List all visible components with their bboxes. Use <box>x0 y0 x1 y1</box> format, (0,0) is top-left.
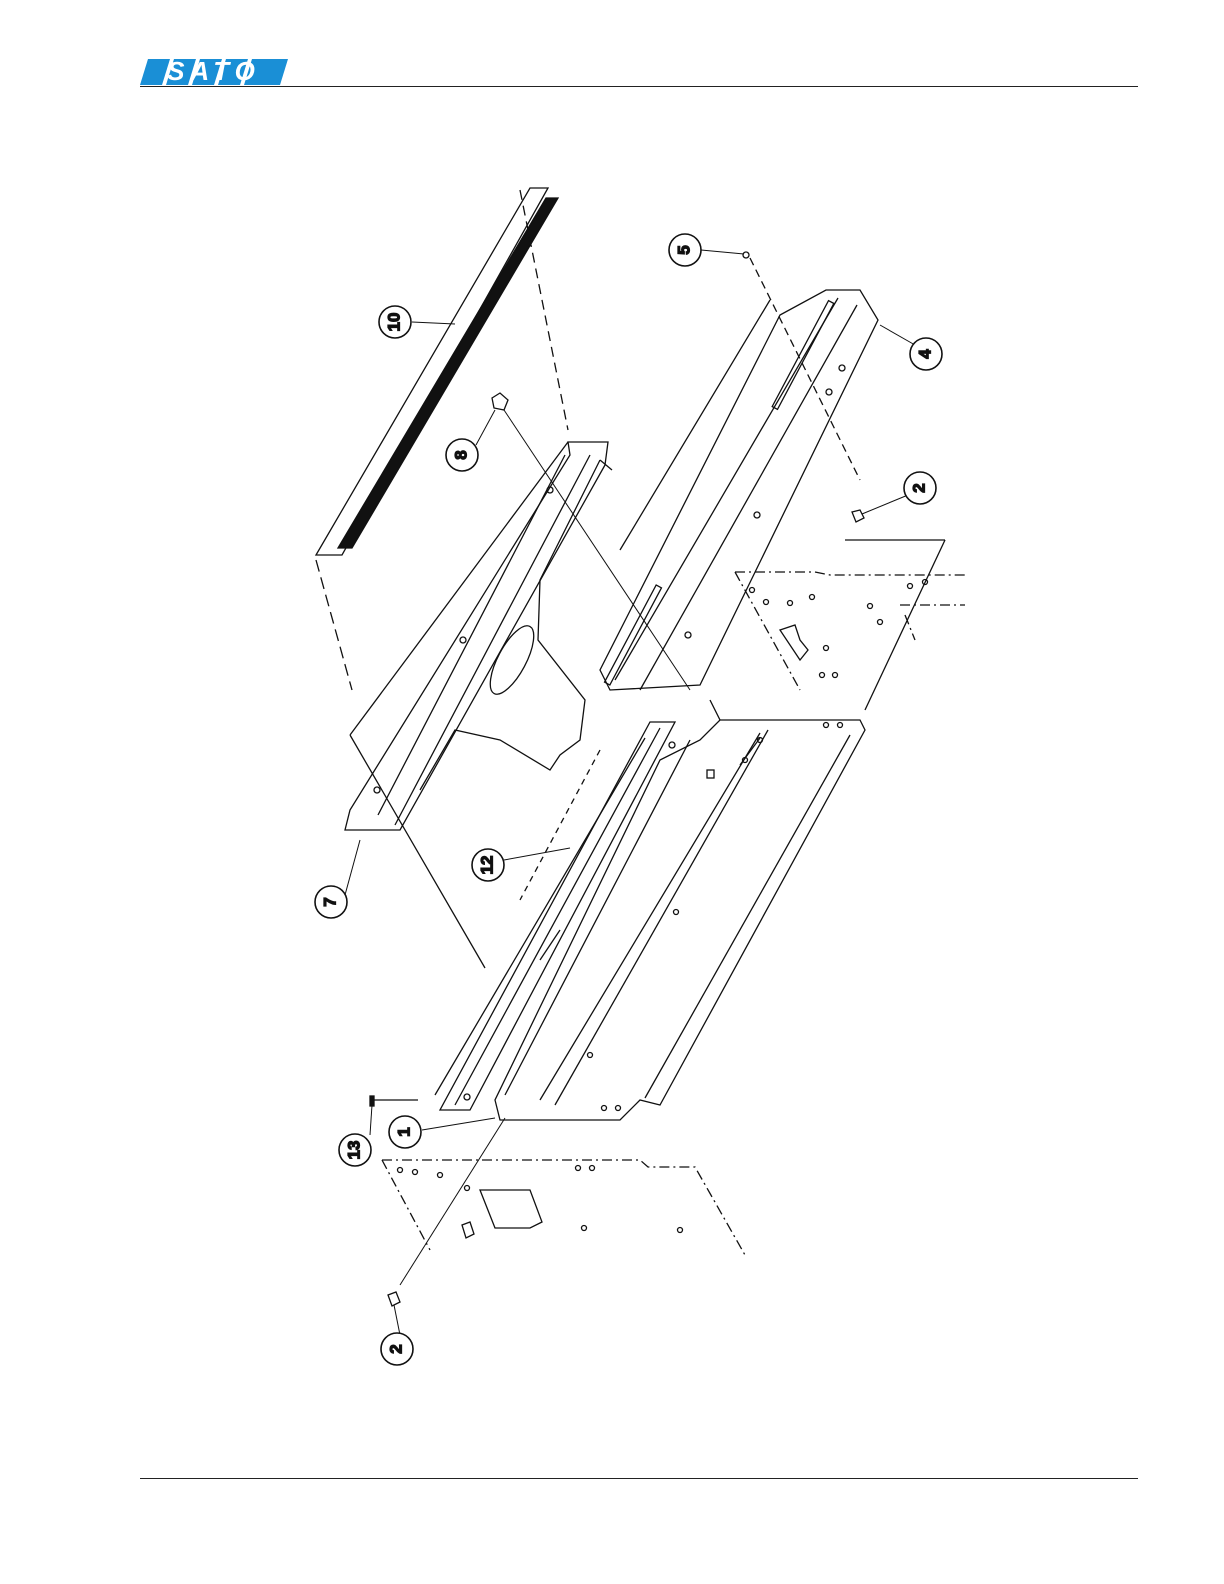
part-bracket-7 <box>345 442 608 968</box>
callout-12: 12 <box>472 849 504 881</box>
part-rod-12 <box>435 722 675 1110</box>
callout-1-label: 1 <box>394 1127 413 1136</box>
part-channel-4 <box>600 258 878 690</box>
callout-2-bottom: 2 <box>381 1333 413 1365</box>
callout-2-bottom-label: 2 <box>386 1344 405 1353</box>
callout-2-top: 2 <box>904 472 936 504</box>
part-strip-10 <box>316 188 568 690</box>
part-frame-1 <box>495 700 865 1120</box>
callout-2-top-label: 2 <box>909 483 928 492</box>
callout-7: 7 <box>315 886 347 918</box>
fastener-screws <box>370 252 864 1306</box>
callout-1: 1 <box>389 1116 421 1148</box>
part-center-plate <box>420 460 612 790</box>
callout-10: 10 <box>379 306 411 338</box>
callout-12-label: 12 <box>477 856 496 875</box>
callout-5: 5 <box>669 234 701 266</box>
callout-10-label: 10 <box>384 313 403 332</box>
callout-8-label: 8 <box>451 450 470 459</box>
callout-4-label: 4 <box>915 349 934 359</box>
callout-7-label: 7 <box>320 897 339 906</box>
callout-4: 4 <box>910 338 942 370</box>
callout-8: 8 <box>446 439 478 471</box>
callout-5-label: 5 <box>674 245 693 254</box>
callout-13: 13 <box>339 1134 371 1166</box>
part-side-frame-right <box>735 540 965 710</box>
part-side-frame-left <box>382 1160 745 1255</box>
callout-13-label: 13 <box>344 1141 363 1160</box>
